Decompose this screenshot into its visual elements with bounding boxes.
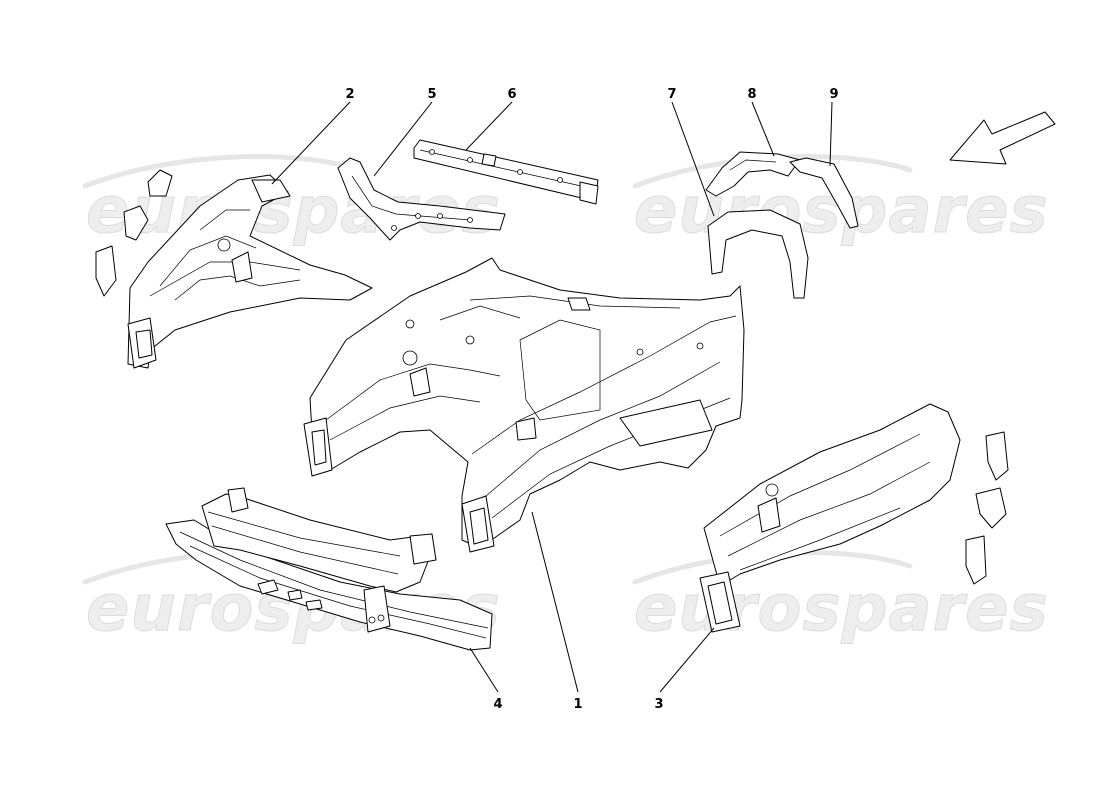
leader-line-5 — [373, 101, 433, 177]
part-inner-bracket — [337, 157, 506, 241]
leader-line-7 — [671, 101, 715, 217]
part-wheel-arch-trim — [789, 157, 859, 229]
callout-number-5: 5 — [427, 87, 436, 102]
callout-number-9: 9 — [829, 87, 838, 102]
direction-arrow-icon — [949, 111, 1056, 165]
watermark-bottom-right: eurospares — [632, 550, 1049, 647]
callout-number-4: 4 — [493, 697, 502, 712]
leader-line-1 — [531, 511, 579, 693]
part-wheel-arch-upper — [705, 151, 801, 197]
leader-line-4 — [469, 647, 499, 693]
callout-number-7: 7 — [667, 87, 676, 102]
callout-number-6: 6 — [507, 87, 516, 102]
watermark-top-left: eurospares — [82, 154, 500, 249]
leader-line-2 — [271, 101, 351, 185]
callout-numbers: 2 5 6 7 8 9 4 1 3 — [345, 87, 838, 712]
leader-line-3 — [659, 627, 715, 693]
watermark-text: eurospares — [634, 572, 1049, 646]
leader-line-9 — [829, 101, 833, 167]
part-left-front-frame — [95, 169, 373, 369]
leader-line-8 — [751, 101, 775, 157]
part-arch-panel — [707, 209, 809, 299]
part-right-front-frame — [699, 403, 1009, 633]
part-bumper-beam — [165, 487, 493, 651]
leader-line-6 — [465, 101, 513, 151]
leader-lines — [271, 101, 833, 693]
callout-number-3: 3 — [654, 697, 663, 712]
callout-number-8: 8 — [747, 87, 756, 102]
part-cross-member — [413, 139, 599, 205]
part-main-front-structure — [303, 257, 745, 553]
callout-number-1: 1 — [573, 697, 582, 712]
callout-number-2: 2 — [345, 87, 354, 102]
